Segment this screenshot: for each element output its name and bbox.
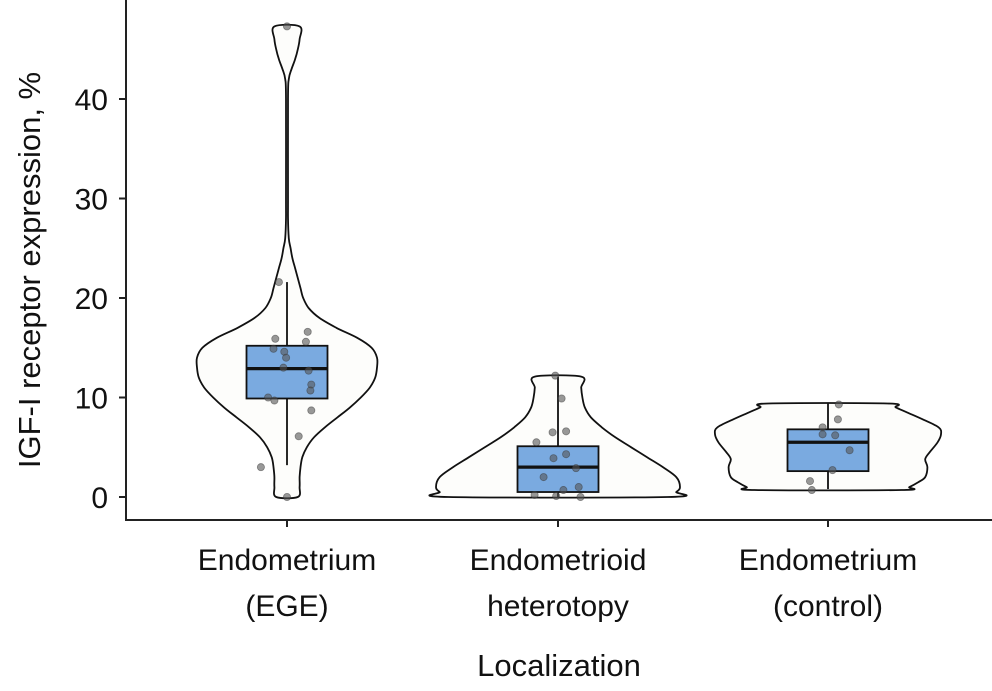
data-point [294, 432, 303, 441]
data-point [562, 427, 571, 436]
data-point [551, 371, 560, 380]
data-point [307, 406, 316, 415]
data-point [270, 396, 279, 405]
data-point [548, 428, 557, 437]
data-point [279, 363, 288, 372]
x-tick-label-line1: Endometrium [198, 544, 376, 577]
x-axis-title: Localization [477, 648, 641, 683]
data-point [274, 278, 283, 287]
points-layer [256, 22, 854, 501]
violins-layer [195, 23, 943, 500]
data-point [304, 366, 313, 375]
data-point [256, 463, 265, 472]
x-tick-label-line2: (control) [773, 590, 883, 623]
data-point [271, 334, 280, 343]
data-point [306, 386, 315, 395]
data-point [301, 337, 310, 346]
data-point [572, 464, 581, 473]
x-tick-label-line1: Endometrioid [470, 544, 647, 577]
data-point [264, 393, 273, 402]
data-point [552, 492, 561, 501]
data-point [845, 446, 854, 455]
data-point [269, 344, 278, 353]
data-point [557, 394, 566, 403]
data-point [818, 423, 827, 432]
box-iqr [786, 428, 870, 473]
data-point [282, 492, 291, 501]
data-point [562, 450, 571, 459]
x-tick-label-line2: (EGE) [245, 590, 328, 623]
y-axis-title: IGF-I receptor expression, % [12, 72, 47, 468]
data-point [539, 473, 548, 482]
y-tick-label: 20 [75, 283, 108, 316]
x-ticks: Endometrium (EGE) Endometrioid heterotopy En… [198, 520, 917, 623]
y-tick-label: 40 [75, 84, 108, 117]
x-tick-label-line2: heterotopy [487, 590, 629, 623]
data-point [828, 466, 837, 475]
y-tick-label: 10 [75, 383, 108, 416]
data-point [818, 430, 827, 439]
data-point [834, 400, 843, 409]
data-point [807, 486, 816, 495]
data-point [282, 353, 291, 362]
x-tick-label-line1: Endometrium [739, 544, 917, 577]
data-point [576, 492, 585, 501]
y-tick-label: 30 [75, 184, 108, 217]
y-ticks: 0 10 20 30 40 [75, 84, 126, 515]
data-point [559, 486, 568, 495]
boxes-layer [245, 282, 870, 497]
y-tick-label: 0 [91, 482, 108, 515]
violin-1 [195, 23, 379, 500]
data-point [303, 327, 312, 336]
data-point [831, 431, 840, 440]
data-point [549, 454, 558, 463]
data-point [833, 415, 842, 424]
box-iqr [516, 445, 600, 493]
data-point [532, 438, 541, 447]
data-point [574, 483, 583, 492]
data-point [282, 22, 291, 31]
data-point [806, 477, 815, 486]
data-point [530, 491, 539, 500]
